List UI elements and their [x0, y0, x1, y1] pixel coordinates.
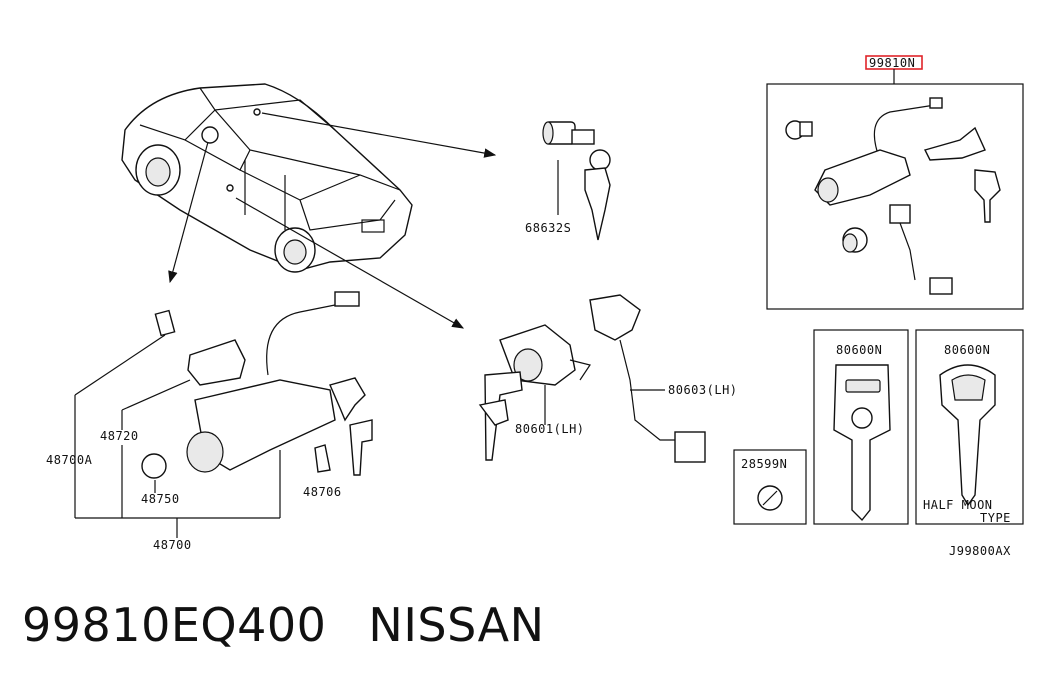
label-type: TYPE: [980, 511, 1011, 525]
arrow-to-trunk-lock: [261, 112, 497, 158]
battery-icon: [757, 485, 783, 511]
key-box-b: [915, 329, 1024, 525]
label-68632s: 68632S: [525, 221, 571, 235]
ignition-assembly: [141, 291, 373, 479]
key-a-icon: [833, 364, 891, 522]
part-number: 99810EQ400: [22, 598, 327, 652]
label-48700a: 48700A: [46, 453, 93, 467]
brand-name: NISSAN: [368, 598, 545, 652]
label-48706: 48706: [303, 485, 342, 499]
vehicle-illustration: [121, 83, 413, 273]
ignition-leader-lines: [74, 334, 281, 538]
label-28599n: 28599N: [741, 457, 787, 471]
label-48700: 48700: [153, 538, 192, 552]
part-caption: 99810EQ400 NISSAN: [22, 598, 587, 652]
key-box-a: [813, 329, 909, 525]
label-80601lh: 80601(LH): [515, 422, 585, 436]
label-99810n: 99810N: [869, 56, 915, 70]
door-lock-cylinder: [478, 324, 591, 461]
door-harness: [589, 294, 706, 463]
battery-box: [733, 449, 807, 525]
trunk-lock-cylinder: [542, 121, 611, 241]
label-48750: 48750: [141, 492, 180, 506]
label-80600n-b: 80600N: [944, 343, 990, 357]
label-48720: 48720: [100, 429, 139, 443]
kit-contents: [785, 97, 1001, 295]
label-half-moon: HALF MOON: [923, 498, 993, 512]
label-80603lh: 80603(LH): [668, 383, 738, 397]
arrow-to-door-lock: [235, 197, 465, 329]
key-b-icon: [939, 364, 996, 507]
arrow-to-ignition: [168, 141, 209, 284]
kit-box: [766, 83, 1024, 310]
drawing-code: J99800AX: [949, 544, 1011, 558]
label-80600n-a: 80600N: [836, 343, 882, 357]
